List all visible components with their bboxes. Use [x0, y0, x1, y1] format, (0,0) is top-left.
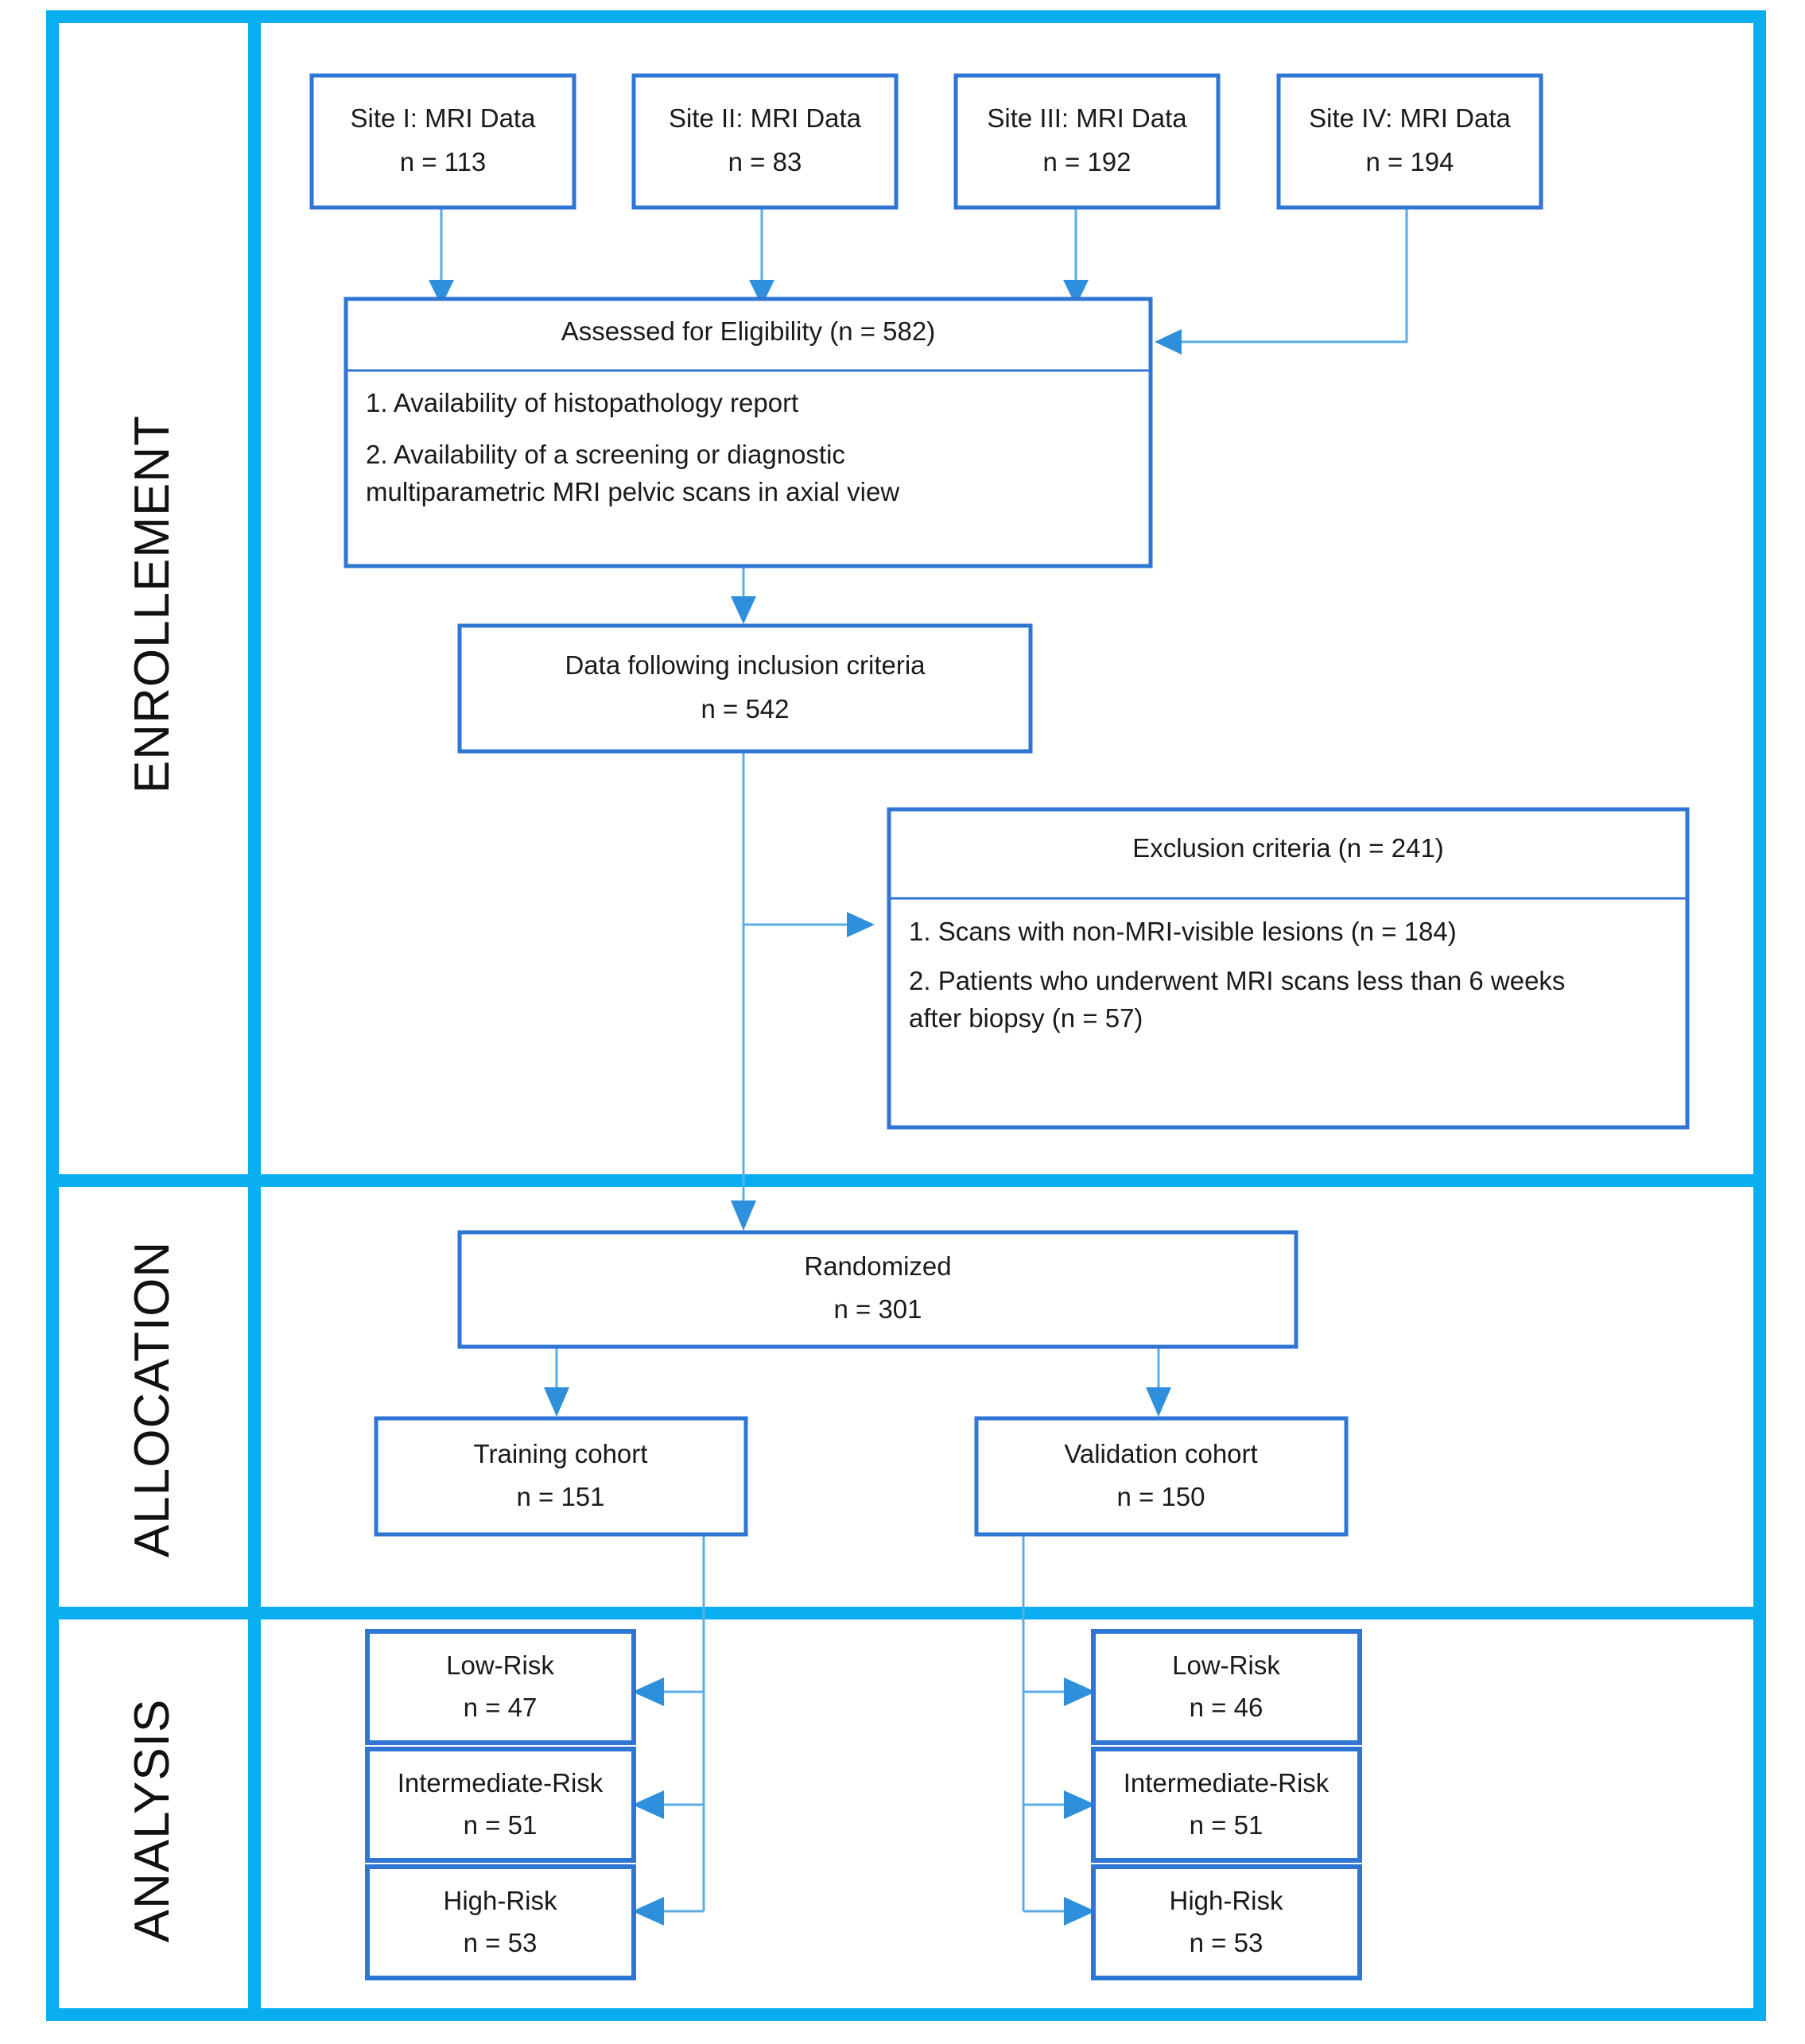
training-cohort-title: Training cohort — [474, 1439, 648, 1468]
node-training-cohort: Training cohort n = 151 — [374, 1416, 748, 1537]
node-training-low-risk: Low-Risk n = 47 — [365, 1629, 636, 1745]
connectors-randomized-to-cohorts — [544, 1347, 1171, 1417]
node-site-4-title: Site IV: MRI Data — [1309, 103, 1511, 133]
node-assessed-for-eligibility: Assessed for Eligibility (n = 582) 1. Av… — [344, 297, 1153, 568]
node-validation-low-risk: Low-Risk n = 46 — [1091, 1629, 1362, 1745]
connector-inclusion-to-exclusion — [742, 751, 875, 937]
stage-label-allocation: ALLOCATION — [125, 1241, 180, 1557]
validation-low-risk-title: Low-Risk — [1172, 1650, 1280, 1680]
randomized-count: n = 301 — [833, 1294, 922, 1324]
node-validation-cohort: Validation cohort n = 150 — [974, 1416, 1349, 1537]
training-high-risk-title: High-Risk — [443, 1886, 557, 1915]
node-training-high-risk: High-Risk n = 53 — [365, 1864, 636, 1980]
validation-intermediate-risk-count: n = 51 — [1190, 1810, 1264, 1840]
stage-frame — [46, 10, 1766, 2021]
node-site-2-title: Site II: MRI Data — [669, 103, 862, 133]
node-exclusion-criteria: Exclusion criteria (n = 241) 1. Scans wi… — [887, 807, 1690, 1130]
training-intermediate-risk-count: n = 51 — [464, 1810, 538, 1840]
training-cohort-count: n = 151 — [516, 1482, 604, 1511]
node-site-4-count: n = 194 — [1365, 147, 1454, 176]
inclusion-title: Data following inclusion criteria — [565, 650, 926, 680]
validation-cohort-count: n = 150 — [1116, 1482, 1205, 1511]
node-site-3: Site III: MRI Data n = 192 — [953, 73, 1221, 210]
validation-intermediate-risk-title: Intermediate-Risk — [1124, 1768, 1329, 1798]
node-validation-high-risk: High-Risk n = 53 — [1091, 1864, 1362, 1980]
eligibility-criterion-1: 1. Availability of histopathology report — [366, 388, 798, 417]
validation-high-risk-count: n = 53 — [1190, 1928, 1264, 1957]
validation-low-risk-count: n = 46 — [1190, 1693, 1264, 1722]
eligibility-criterion-2-line-2: multiparametric MRI pelvic scans in axia… — [366, 477, 899, 506]
node-site-4: Site IV: MRI Data n = 194 — [1276, 73, 1543, 210]
exclusion-criterion-2-line-1: 2. Patients who underwent MRI scans less… — [909, 966, 1565, 995]
connector-eligibility-to-inclusion — [731, 566, 756, 624]
exclusion-criterion-1: 1. Scans with non-MRI-visible lesions (n… — [909, 917, 1457, 946]
connectors-training-to-risk — [632, 1534, 705, 1926]
stage-label-enrollement: ENROLLEMENT — [125, 415, 180, 793]
node-site-1-title: Site I: MRI Data — [351, 103, 537, 133]
eligibility-header: Assessed for Eligibility (n = 582) — [561, 316, 935, 346]
validation-cohort-title: Validation cohort — [1064, 1439, 1257, 1468]
stage-label-analysis: ANALYSIS — [125, 1699, 180, 1943]
node-inclusion-criteria: Data following inclusion criteria n = 54… — [457, 623, 1033, 754]
eligibility-criterion-2-line-1: 2. Availability of a screening or diagno… — [366, 440, 845, 469]
node-validation-intermediate-risk: Intermediate-Risk n = 51 — [1091, 1747, 1362, 1863]
training-high-risk-count: n = 53 — [464, 1928, 538, 1957]
training-low-risk-count: n = 47 — [464, 1693, 538, 1722]
connectors-validation-to-risk — [1022, 1534, 1096, 1926]
connectors-sites-to-eligibility — [429, 208, 1408, 355]
node-site-1: Site I: MRI Data n = 113 — [309, 73, 576, 210]
node-site-2-count: n = 83 — [728, 147, 802, 176]
node-randomized: Randomized n = 301 — [457, 1230, 1298, 1349]
inclusion-count: n = 542 — [701, 694, 789, 723]
node-site-1-count: n = 113 — [400, 147, 487, 176]
node-site-3-count: n = 192 — [1042, 147, 1131, 176]
node-site-3-title: Site III: MRI Data — [987, 103, 1187, 133]
randomized-title: Randomized — [804, 1251, 951, 1281]
validation-high-risk-title: High-Risk — [1169, 1886, 1283, 1915]
node-site-2: Site II: MRI Data n = 83 — [631, 73, 899, 210]
training-intermediate-risk-title: Intermediate-Risk — [398, 1768, 604, 1798]
exclusion-criterion-2-line-2: after biopsy (n = 57) — [909, 1003, 1143, 1033]
training-low-risk-title: Low-Risk — [446, 1650, 554, 1680]
exclusion-header: Exclusion criteria (n = 241) — [1132, 833, 1444, 863]
connector-inclusion-to-randomized — [731, 751, 756, 1231]
node-training-intermediate-risk: Intermediate-Risk n = 51 — [365, 1747, 636, 1863]
